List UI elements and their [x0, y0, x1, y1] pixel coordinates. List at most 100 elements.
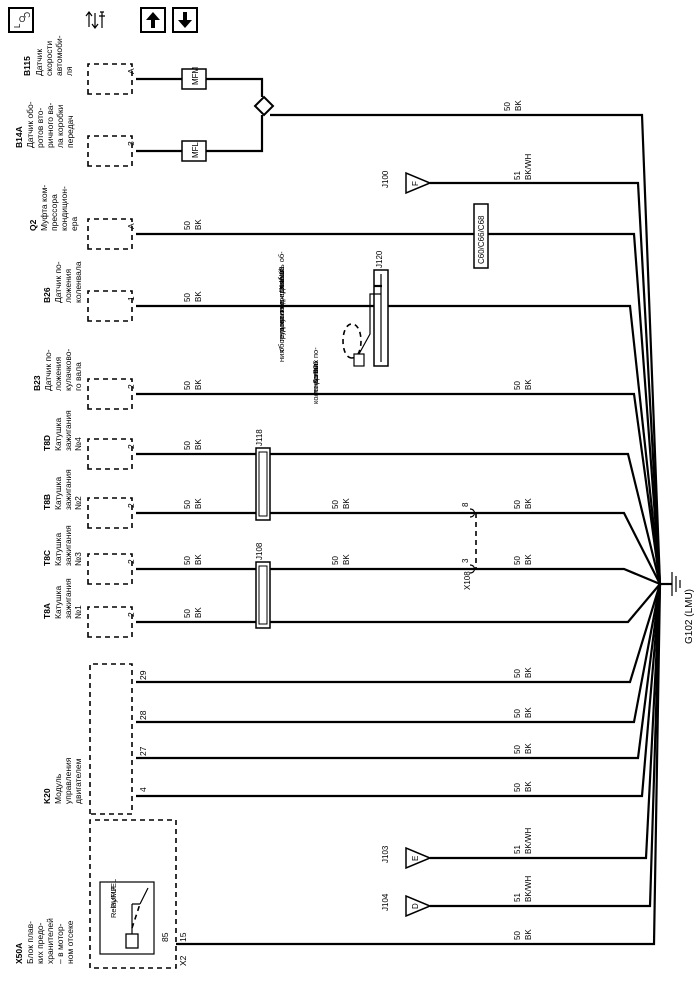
schematic-text: коленвала	[311, 366, 320, 404]
locator-icon[interactable]: L O C	[8, 7, 34, 33]
connector-x108: 8 3 X108	[461, 502, 477, 590]
junction-j103: E J103	[381, 845, 432, 870]
schematic-text: 50	[513, 931, 522, 940]
svg-text:C: C	[22, 12, 31, 18]
schematic-text: BK/WH	[524, 876, 533, 902]
schematic-text: ложения	[53, 356, 63, 391]
schematic-text: 50	[513, 745, 522, 754]
schematic-text: PUMP	[109, 886, 118, 908]
schematic-text: X2	[178, 955, 188, 966]
schematic-text: J108	[255, 542, 264, 560]
schematic-text: J120	[375, 250, 384, 268]
wrench-arrows-icon[interactable]	[84, 7, 110, 33]
shield-j120: J120 W13 "Кабель об- резанный под прямым…	[277, 250, 389, 404]
schematic-text: BK	[524, 554, 533, 565]
schematic-text: скорости	[44, 41, 54, 76]
schematic-text: 50	[513, 381, 522, 390]
schematic-text: зажигания	[63, 469, 73, 510]
schematic-text: E	[411, 856, 420, 861]
schematic-text: ера	[69, 217, 79, 231]
schematic-text: передач	[65, 115, 75, 148]
schematic-text: 50	[513, 709, 522, 718]
schematic-text: 50	[183, 221, 192, 230]
schematic-text: BK/WH	[524, 828, 533, 854]
schematic-text: 29	[138, 670, 148, 680]
schematic-text: – в мотор-	[55, 923, 65, 964]
schematic-text: 3	[126, 141, 136, 146]
splice-diamond	[253, 95, 275, 117]
schematic-text: двигателем	[73, 758, 83, 804]
component-boxes	[87, 63, 177, 969]
schematic-text: ложения	[63, 268, 73, 303]
schematic-text: BK	[524, 667, 533, 678]
schematic-text: J100	[381, 170, 390, 188]
schematic-text: прессора	[49, 194, 59, 231]
schematic-text: Датчик по-	[43, 349, 53, 391]
wire-j104	[430, 583, 662, 908]
wire-k20-27	[136, 583, 662, 760]
schematic-text: 50	[331, 556, 340, 565]
schematic-text: BK	[194, 219, 203, 230]
schematic-text: BK	[524, 379, 533, 390]
wire-k20-4	[136, 583, 662, 798]
inline-connectors: MFM MFL	[181, 66, 207, 162]
schematic-text: W13	[277, 267, 286, 282]
wire-q2	[136, 232, 662, 585]
schematic-text: оборудова-	[277, 312, 286, 352]
schematic-text: Катушка	[53, 586, 63, 619]
wire-t8d	[136, 452, 662, 585]
schematic-text: BK	[524, 498, 533, 509]
wire-t8c	[136, 567, 661, 586]
schematic-text: Катушка	[53, 418, 63, 451]
schematic-text: 1	[126, 296, 136, 301]
schematic-text: №3	[73, 552, 83, 566]
schematic-text: 50	[513, 669, 522, 678]
schematic-text: 27	[138, 746, 148, 756]
schematic-text: автомоби-	[54, 35, 64, 76]
schematic-text: J118	[255, 429, 264, 446]
schematic-text: A	[126, 223, 136, 229]
locator-glyph: L O C	[13, 12, 31, 28]
ground-g102: G102 (LMU)	[660, 572, 695, 644]
connector-c60: C60/C66/C68	[473, 203, 489, 269]
arrow-up-icon[interactable]	[140, 7, 166, 33]
wire-x50a	[176, 583, 662, 946]
schematic-text: Q2	[28, 219, 38, 231]
schematic-text: Катушка	[53, 533, 63, 566]
b115-id: B115	[22, 56, 32, 76]
schematic-text: ротов вто-	[35, 107, 45, 148]
schematic-text: T8B	[42, 494, 52, 510]
schematic-text: 28	[138, 710, 148, 720]
schematic-text: BK	[524, 743, 533, 754]
schematic-text: под прямым	[277, 270, 286, 312]
mfl-label: MFL	[191, 141, 200, 158]
schematic-text: ля	[64, 66, 74, 76]
schematic-text: FUEL	[109, 879, 118, 898]
schematic-text: №2	[73, 496, 83, 510]
schematic-text: ла коробки	[55, 104, 65, 148]
wire-b26	[136, 304, 662, 585]
schematic-text: BK	[342, 554, 351, 565]
schematic-text: 50	[183, 609, 192, 618]
schematic-text: Муфта ком-	[39, 185, 49, 231]
schematic-text: зажигания	[63, 578, 73, 619]
wire-k20-28	[136, 583, 662, 724]
wire-t8a	[136, 583, 661, 624]
arrow-down-icon[interactable]	[172, 7, 198, 33]
schematic-text: D	[411, 903, 420, 909]
schematic-text: зажигания	[63, 525, 73, 566]
schematic-text: BK	[194, 291, 203, 302]
schematic-text: T8D	[42, 435, 52, 451]
schematic-text: 50	[183, 381, 192, 390]
schematic-text: BK	[194, 607, 203, 618]
schematic-text: управления	[63, 757, 73, 804]
schematic-text: 50	[183, 441, 192, 450]
schematic-text: B26	[311, 361, 320, 374]
schematic-text: 51	[513, 845, 522, 854]
schematic-text: 2	[126, 612, 136, 617]
schematic-text: 50	[183, 500, 192, 509]
mfm-label: MFM	[191, 66, 200, 85]
schematic-text: Датчик обо-	[25, 101, 35, 148]
